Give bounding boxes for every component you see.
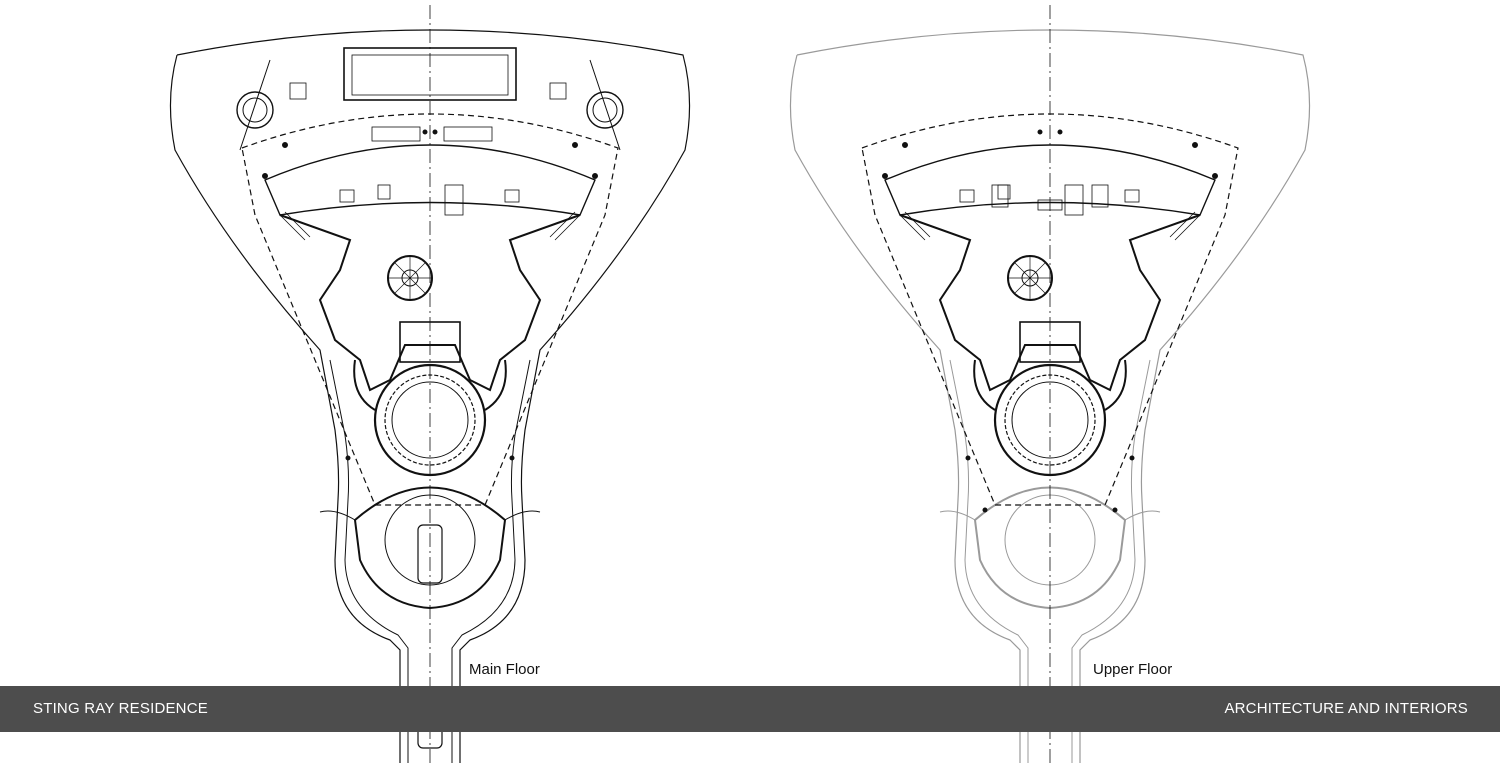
discipline-label: ARCHITECTURE AND INTERIORS [1224, 700, 1468, 717]
project-name: STING RAY RESIDENCE [33, 700, 208, 717]
footer-bar: STING RAY RESIDENCE ARCHITECTURE AND INT… [0, 686, 1500, 732]
upper-floor-label: Upper Floor [1093, 661, 1173, 678]
upper-floor-plan [789, 4, 1311, 763]
main-floor-label: Main Floor [469, 661, 540, 678]
main-floor-plan [169, 4, 691, 763]
